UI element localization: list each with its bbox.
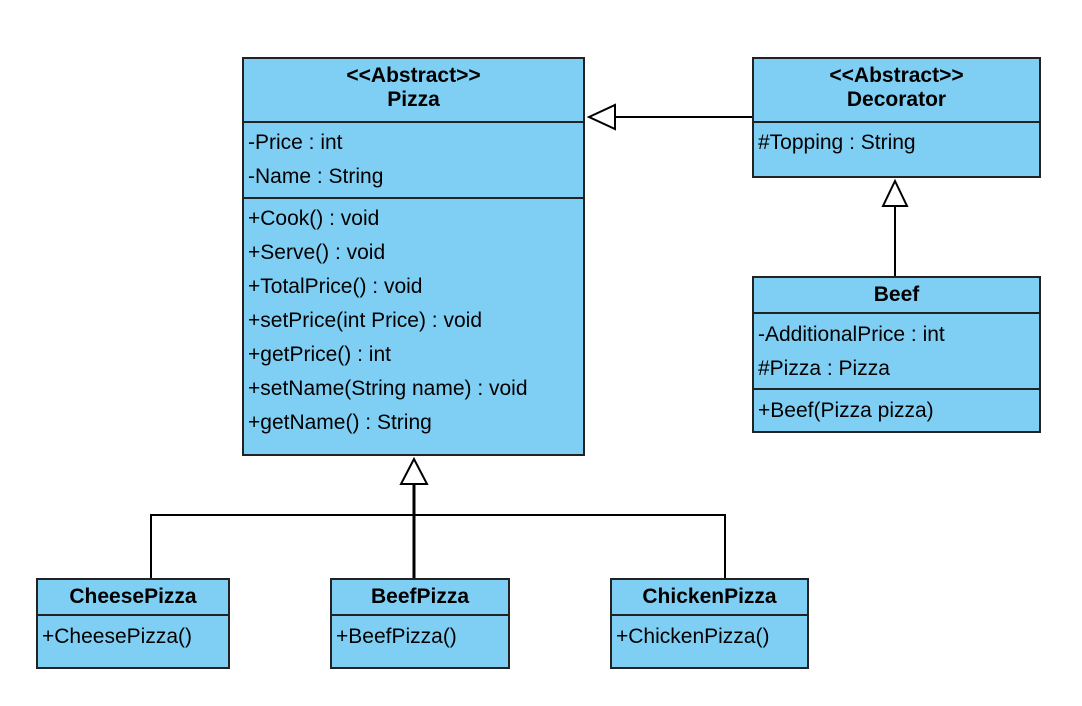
class-stereotype: <<Abstract>>	[346, 64, 481, 87]
attribute: #Topping : String	[758, 131, 916, 154]
attributes-compartment: -Price : int -Name : String	[244, 121, 583, 197]
class-name: ChickenPizza	[642, 585, 777, 608]
operations-compartment: +ChickenPizza()	[612, 614, 807, 656]
attributes-compartment: -AdditionalPrice : int #Pizza : Pizza	[754, 312, 1039, 388]
operations-compartment: +Cook() : void +Serve() : void +TotalPri…	[244, 197, 583, 442]
class-header: CheesePizza	[38, 580, 228, 614]
attribute: -Price : int	[248, 131, 343, 154]
class-beef[interactable]: Beef -AdditionalPrice : int #Pizza : Piz…	[752, 276, 1041, 433]
class-cheese-pizza[interactable]: CheesePizza +CheesePizza()	[36, 578, 230, 669]
attributes-compartment: #Topping : String	[754, 121, 1039, 162]
class-name: Beef	[873, 283, 920, 306]
generalization-arrowhead-decorator	[881, 178, 909, 207]
edge-subclasses-bus	[150, 514, 726, 578]
class-beef-pizza[interactable]: BeefPizza +BeefPizza()	[330, 578, 510, 669]
class-pizza[interactable]: <<Abstract>> Pizza -Price : int -Name : …	[242, 57, 585, 456]
operation: +setName(String name) : void	[248, 377, 528, 400]
operation: +Beef(Pizza pizza)	[758, 399, 934, 422]
operation: +TotalPrice() : void	[248, 275, 423, 298]
class-header: Beef	[754, 278, 1039, 312]
attribute: -Name : String	[248, 165, 384, 188]
operation: +CheesePizza()	[42, 625, 192, 648]
operation: +ChickenPizza()	[616, 625, 770, 648]
generalization-arrowhead-pizza-bottom	[399, 456, 429, 485]
operation: +getName() : String	[248, 411, 432, 434]
operation: +setPrice(int Price) : void	[248, 309, 482, 332]
class-header: ChickenPizza	[612, 580, 807, 614]
operation: +Cook() : void	[248, 207, 380, 230]
class-stereotype: <<Abstract>>	[829, 64, 964, 87]
class-name: CheesePizza	[69, 585, 197, 608]
class-header: <<Abstract>> Pizza	[244, 59, 583, 121]
operations-compartment: +BeefPizza()	[332, 614, 508, 656]
operation: +getPrice() : int	[248, 343, 391, 366]
class-decorator[interactable]: <<Abstract>> Decorator #Topping : String	[752, 57, 1041, 178]
class-header: <<Abstract>> Decorator	[754, 59, 1039, 121]
class-name: Pizza	[387, 88, 440, 111]
operations-compartment: +Beef(Pizza pizza)	[754, 388, 1039, 430]
operation: +BeefPizza()	[336, 625, 457, 648]
operations-compartment: +CheesePizza()	[38, 614, 228, 656]
operation: +Serve() : void	[248, 241, 386, 264]
class-name: BeefPizza	[370, 585, 470, 608]
attribute: -AdditionalPrice : int	[758, 323, 945, 346]
class-header: BeefPizza	[332, 580, 508, 614]
class-chicken-pizza[interactable]: ChickenPizza +ChickenPizza()	[610, 578, 809, 669]
attribute: #Pizza : Pizza	[758, 357, 890, 380]
generalization-arrowhead-pizza-right	[586, 103, 616, 131]
class-name: Decorator	[846, 88, 947, 111]
